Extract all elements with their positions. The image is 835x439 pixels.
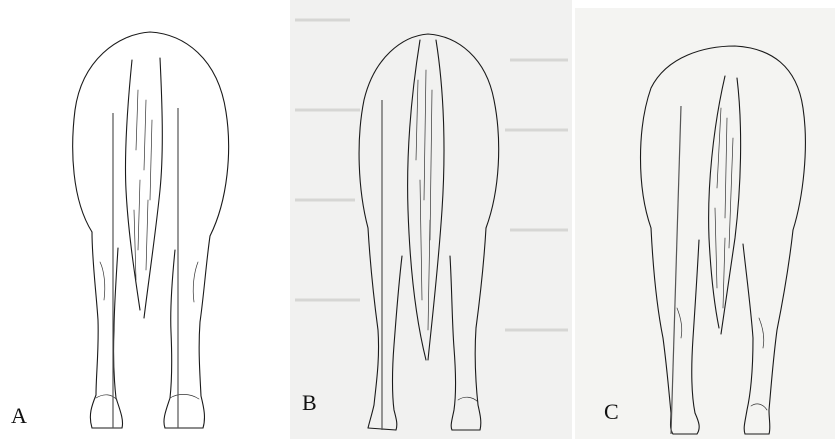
horse-hindquarters-drawing-b — [290, 0, 572, 439]
panel-c: C — [575, 8, 835, 439]
horse-hindquarters-drawing-c — [575, 8, 835, 439]
panel-b: B — [290, 0, 572, 439]
panel-label-b: B — [302, 392, 317, 414]
panel-label-c: C — [604, 401, 619, 423]
panel-label-a: A — [11, 405, 27, 427]
horse-hindquarters-drawing-a — [0, 0, 285, 439]
panel-a: A — [0, 0, 285, 439]
